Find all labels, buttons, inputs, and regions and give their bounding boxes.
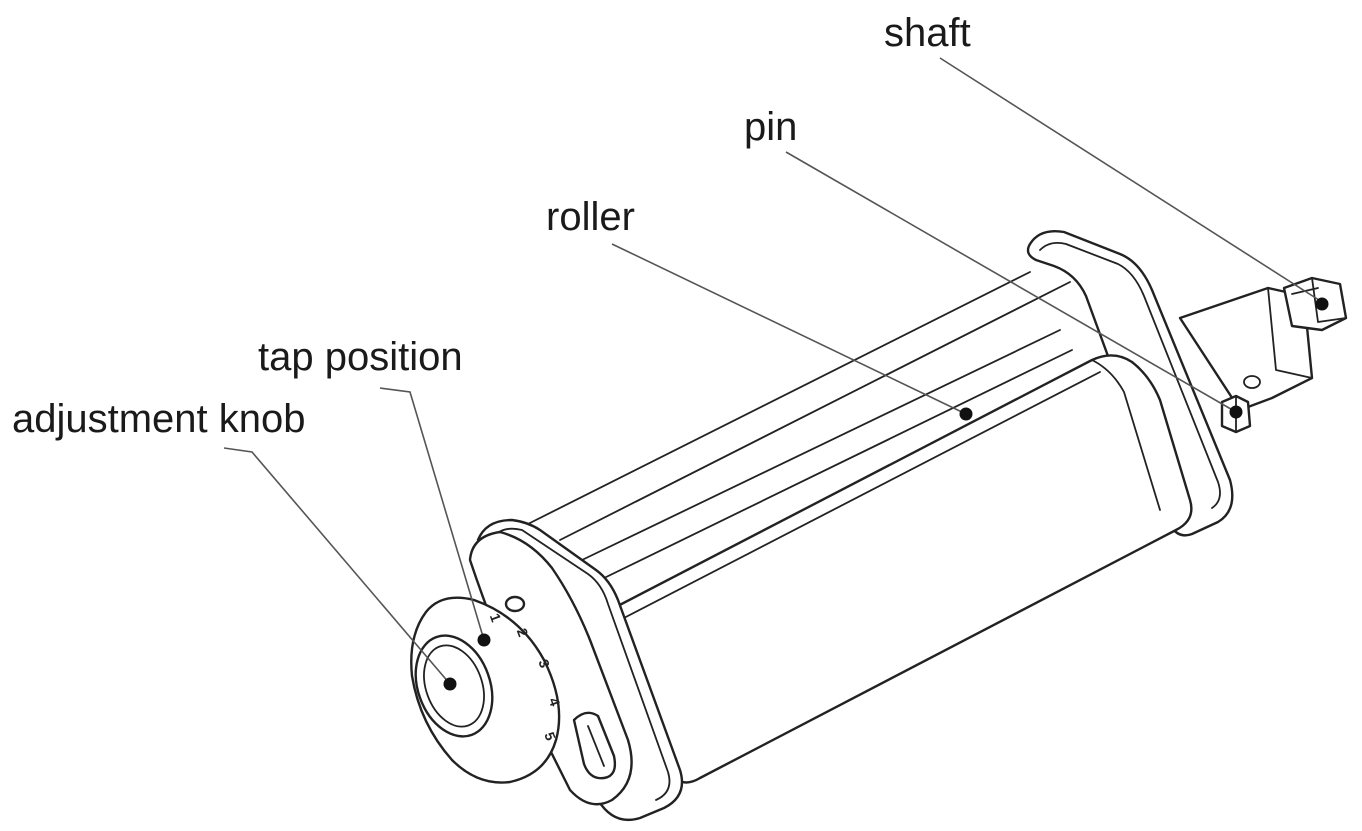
pin-dot [1229,405,1243,419]
leader-shaft [939,57,1323,303]
label-roller: roller [546,195,635,239]
label-tap-position: tap position [258,335,463,379]
label-shaft: shaft [884,11,971,55]
near-end-plate [468,518,684,822]
leader-roller [611,243,967,415]
leader-pin [785,151,1237,413]
leader-adjustment-knob [223,447,451,685]
adjustment-knob-dot [443,677,457,691]
leader-lines [223,57,1323,685]
roller-dot [959,407,973,421]
roller [608,354,1193,784]
shaft [1282,276,1348,332]
labels: shaft pin roller tap position adjustment… [12,11,971,441]
shaft-dot [1315,297,1329,311]
callout-dots [443,297,1329,691]
tap-position-dot [477,633,491,647]
upper-rods [519,271,1073,581]
leader-tap-position [379,387,485,641]
label-adjustment-knob: adjustment knob [12,397,306,441]
label-pin: pin [744,105,797,149]
adjustment-knob [410,596,561,784]
